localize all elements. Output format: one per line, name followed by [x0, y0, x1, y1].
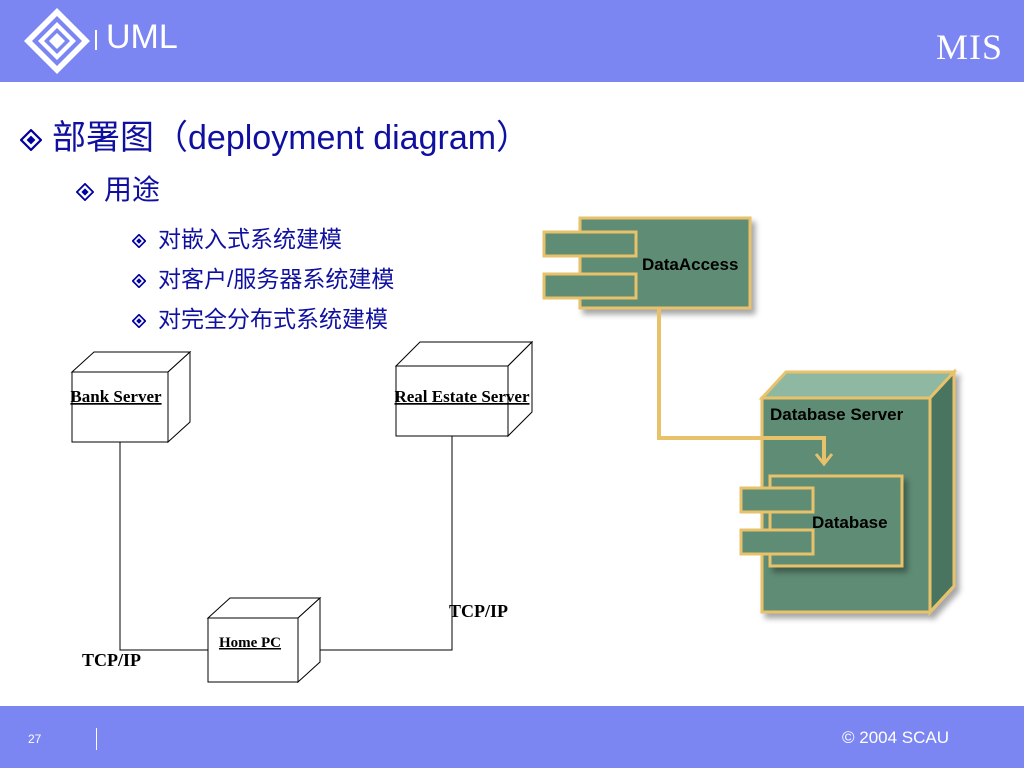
- heading-bullet: 部署图（deployment diagram）: [20, 110, 530, 159]
- list-item: 对客户/服务器系统建模: [132, 260, 394, 294]
- home-pc-label: Home PC: [219, 635, 281, 651]
- list-item-text: 对嵌入式系统建模: [158, 226, 342, 252]
- footer-bar: 27 © 2004 SCAU: [0, 706, 1024, 768]
- home-pc-node: Home PC: [206, 596, 322, 684]
- database-component: Database: [739, 474, 904, 568]
- heading-text: 部署图（deployment diagram）: [52, 119, 531, 157]
- bank-server-node: Bank Server: [70, 350, 192, 444]
- dataaccess-label: DataAccess: [642, 255, 738, 274]
- list-item: 对嵌入式系统建模: [132, 220, 342, 254]
- subheading-text: 用途: [104, 174, 161, 205]
- footer-separator: [96, 728, 97, 750]
- diamond-bullet-icon: [132, 273, 146, 288]
- diamond-bullet-icon: [20, 129, 42, 152]
- diamond-bullet-icon: [132, 233, 146, 248]
- database-server-label: Database Server: [770, 405, 904, 424]
- tcpip-label-right: TCP/IP: [449, 601, 508, 621]
- title-separator: [95, 30, 97, 50]
- bank-server-label: Bank Server: [70, 387, 162, 406]
- header-bar: UML MIS: [0, 0, 1024, 82]
- dataaccess-component: DataAccess: [542, 216, 752, 310]
- real-estate-server-label: Real Estate Server: [394, 387, 529, 406]
- real-estate-server-node: Real Estate Server: [394, 340, 534, 438]
- list-item-text: 对客户/服务器系统建模: [158, 266, 395, 292]
- brand-logo: MIS: [936, 27, 1004, 67]
- database-label: Database: [812, 513, 888, 532]
- list-item-text: 对完全分布式系统建模: [158, 306, 388, 332]
- diamond-bullet-icon: [76, 182, 94, 201]
- subheading-bullet: 用途: [76, 168, 160, 208]
- list-item: 对完全分布式系统建模: [132, 300, 388, 334]
- tcpip-label-left: TCP/IP: [82, 650, 141, 670]
- slide-title: UML: [106, 18, 178, 56]
- diamond-logo-icon: [24, 8, 90, 74]
- copyright: © 2004 SCAU: [842, 728, 950, 747]
- dependency-arrow: [657, 308, 834, 467]
- diamond-bullet-icon: [132, 313, 146, 328]
- link-realestate-homepc: [298, 436, 453, 651]
- link-bank-homepc: [119, 442, 208, 651]
- page-number: 27: [28, 732, 42, 746]
